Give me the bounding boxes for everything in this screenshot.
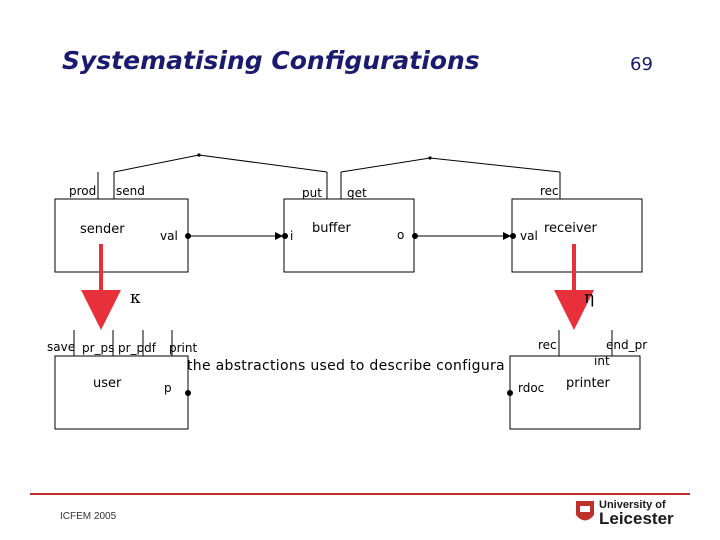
port-rec-label: rec [540,184,559,198]
eta-label: η [584,288,595,308]
send-put-connector [113,154,328,173]
user-outport-label: p [164,381,172,395]
port-get-label: get [347,186,367,200]
sender-name: sender [80,222,125,237]
logo-line1: University of [599,499,666,511]
printer-inport-label: rdoc [518,381,545,395]
port-send-label: send [116,184,145,198]
port-pr-pdf-label: pr_pdf [118,341,157,355]
get-rec-connector [340,157,561,173]
buffer-outport-label: o [397,228,405,242]
kappa-label: κ [130,288,141,308]
overlay-text: the abstractions used to describe config… [187,358,505,374]
port-put-label: put [302,186,322,200]
receiver-name: receiver [544,221,597,236]
port-end-pr-label: end_pr [606,338,648,352]
page-number: 69 [630,54,653,75]
port-save-label: save [47,340,76,354]
port-print-label: print [169,341,198,355]
logo-line2: Leicester [599,509,674,528]
port-pr-ps-label: pr_ps [82,341,115,355]
user-name: user [93,376,122,391]
port-prod-label: prod [69,184,97,198]
buffer-inport-label: i [290,229,294,243]
port-int-label: int [594,354,610,368]
receiver-inport-label: val [520,229,538,243]
port-rec-bottom-label: rec [538,338,557,352]
printer-name: printer [566,376,610,391]
sender-outport-label: val [160,229,178,243]
university-shield-icon [576,501,594,521]
buffer-name: buffer [312,221,351,236]
slide-title: Systematising Configurations [62,46,480,75]
footer-conference: ICFEM 2005 [60,511,117,522]
